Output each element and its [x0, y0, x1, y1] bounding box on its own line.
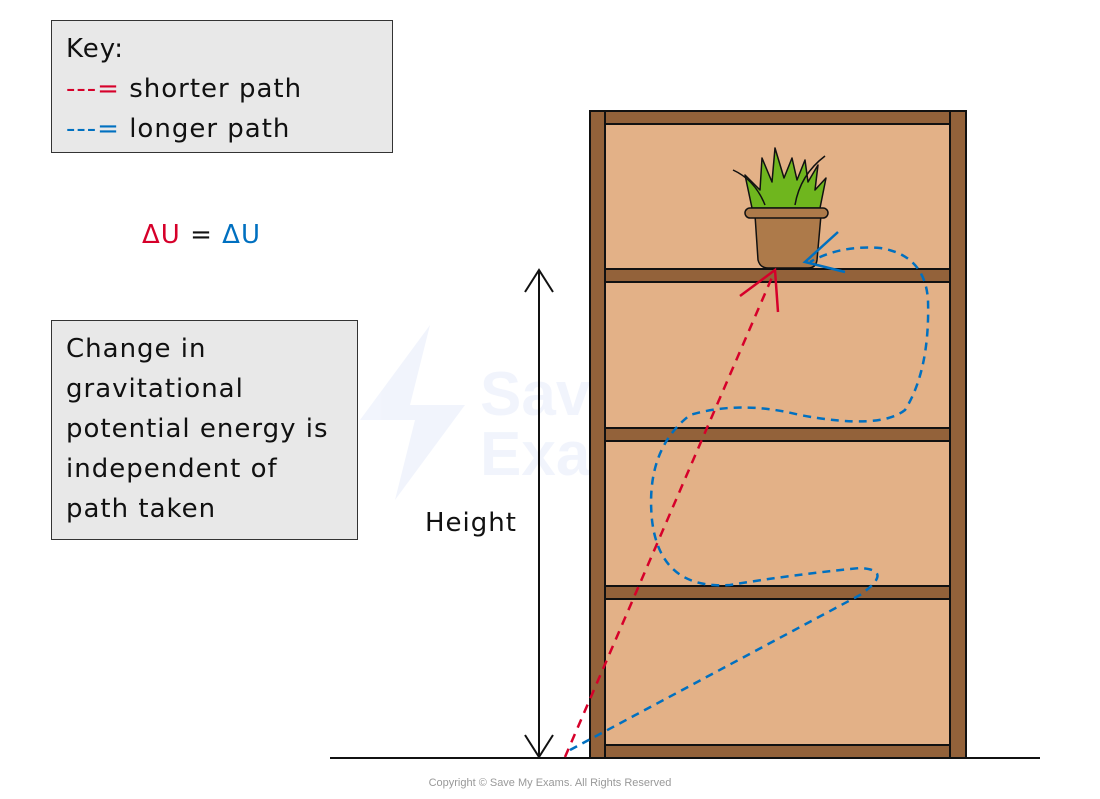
shelf: [604, 744, 951, 759]
shelf: [604, 268, 951, 283]
key-box: Key: ---= shorter path ---= longer path: [51, 20, 393, 153]
note-box: Change in gravitational potential energy…: [51, 320, 358, 540]
shorter-path: [563, 267, 780, 758]
key-label: shorter path: [129, 74, 303, 104]
height-label: Height: [425, 508, 517, 538]
delta-u-red: ΔU: [142, 220, 181, 250]
red-dash-symbol: ---=: [66, 74, 120, 104]
key-label: longer path: [129, 114, 291, 144]
height-arrow: [524, 268, 554, 759]
shelf: [604, 427, 951, 442]
key-title: Key:: [66, 34, 125, 64]
blue-dash-symbol: ---=: [66, 114, 120, 144]
longer-path: [569, 231, 930, 752]
shelf: [604, 585, 951, 600]
potted-plant: [732, 147, 829, 269]
key-item-longer: ---= longer path: [66, 109, 378, 149]
equals: =: [190, 220, 213, 250]
copyright: Copyright © Save My Exams. All Rights Re…: [428, 777, 672, 789]
equation: ΔU = ΔU: [142, 220, 261, 250]
key-item-shorter: ---= shorter path: [66, 69, 378, 109]
delta-u-blue: ΔU: [222, 220, 261, 250]
note-text: Change in gravitational potential energy…: [66, 334, 329, 524]
